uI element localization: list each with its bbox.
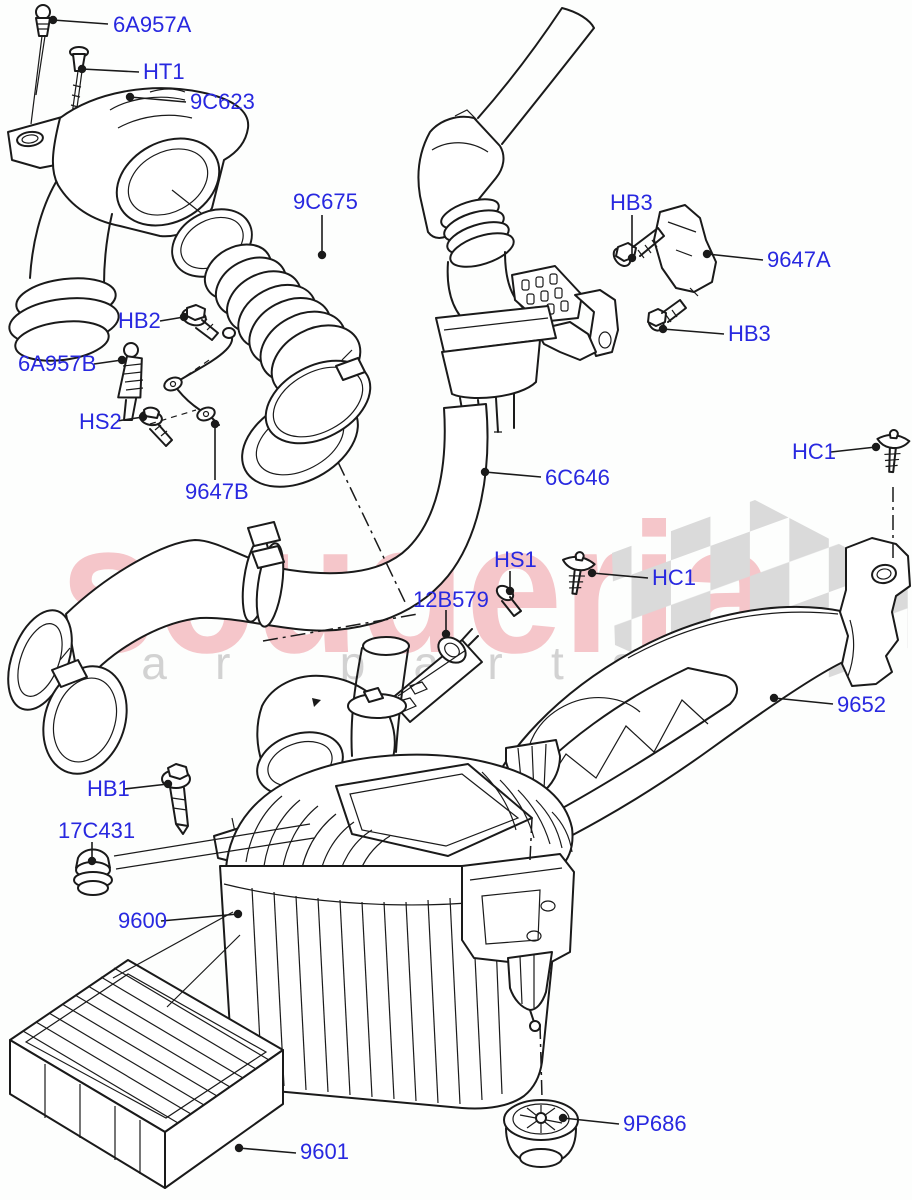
maf-sensor-12b579 bbox=[389, 628, 483, 723]
assembly-pointer-lines bbox=[112, 823, 315, 1008]
part-label-9600: 9600 bbox=[118, 908, 167, 933]
part-label-9652: 9652 bbox=[837, 692, 886, 717]
grommet-17c431 bbox=[73, 848, 113, 896]
part-label-HB1: HB1 bbox=[87, 776, 130, 801]
watermark-tagline-text: car parts bbox=[70, 637, 635, 689]
part-label-HC1-right: HC1 bbox=[792, 439, 836, 464]
part-label-9C675: 9C675 bbox=[293, 189, 358, 214]
part-label-17C431: 17C431 bbox=[58, 818, 135, 843]
assembly-dash-lines bbox=[262, 461, 894, 1099]
part-label-9P686: 9P686 bbox=[623, 1111, 687, 1136]
callout-HC1-right: HC1 bbox=[792, 439, 881, 464]
tube-bracket-9647b bbox=[149, 327, 236, 426]
part-label-HB2: HB2 bbox=[118, 308, 161, 333]
callout-HS2: HS2 bbox=[79, 409, 148, 434]
callout-6A957B: 6A957B bbox=[18, 351, 127, 376]
part-label-6C646: 6C646 bbox=[545, 465, 610, 490]
sensor-6a957b bbox=[117, 342, 144, 421]
callout-9647B: 9647B bbox=[185, 419, 249, 504]
part-label-9C623: 9C623 bbox=[190, 89, 255, 114]
callout-9P686: 9P686 bbox=[558, 1111, 687, 1136]
part-label-6A957B: 6A957B bbox=[18, 351, 96, 376]
watermark: scuderia car parts bbox=[60, 486, 908, 706]
callout-HB3-lower: HB3 bbox=[658, 321, 771, 346]
bellows-hose-9c675 bbox=[171, 208, 372, 488]
callout-6A957A: 6A957A bbox=[48, 12, 192, 37]
part-label-6A957A: 6A957A bbox=[113, 12, 192, 37]
grommet-9p686 bbox=[503, 1099, 579, 1168]
air-intake-duct-9c623 bbox=[7, 87, 250, 362]
part-label-12B579: 12B579 bbox=[413, 587, 489, 612]
callout-9C623: 9C623 bbox=[125, 89, 255, 114]
outlet-pipe-assembly-6c646 bbox=[417, 7, 619, 438]
part-label-9647B: 9647B bbox=[185, 479, 249, 504]
air-filter-9601 bbox=[9, 959, 284, 1189]
intake-hose-6c646 bbox=[7, 403, 489, 775]
part-label-HS2: HS2 bbox=[79, 409, 122, 434]
part-label-HS1: HS1 bbox=[494, 547, 537, 572]
part-label-HB3-lower: HB3 bbox=[728, 321, 771, 346]
callout-9601: 9601 bbox=[234, 1139, 349, 1164]
clip-hc1-right bbox=[874, 427, 912, 475]
part-label-HT1: HT1 bbox=[143, 59, 185, 84]
part-label-HB3-upper: HB3 bbox=[610, 190, 653, 215]
callout-12B579: 12B579 bbox=[413, 587, 489, 639]
callout-9C675: 9C675 bbox=[293, 189, 358, 260]
air-cleaner-9600 bbox=[213, 636, 575, 1110]
part-label-HC1-mid: HC1 bbox=[652, 565, 696, 590]
bolt-hb2 bbox=[181, 304, 219, 341]
bolt-hb3-lower bbox=[647, 299, 687, 332]
callout-HC1-mid: HC1 bbox=[587, 565, 696, 590]
callout-9600: 9600 bbox=[118, 908, 243, 933]
bracket-9647a bbox=[653, 204, 717, 297]
callout-HT1: HT1 bbox=[77, 59, 185, 84]
callout-HB1: HB1 bbox=[87, 776, 173, 801]
callout-HB2: HB2 bbox=[118, 308, 189, 333]
bolt-hb3-upper bbox=[612, 227, 665, 267]
callout-6C646: 6C646 bbox=[480, 465, 610, 490]
stud-6a957a bbox=[30, 4, 51, 125]
callout-HS1: HS1 bbox=[494, 547, 537, 596]
callout-17C431: 17C431 bbox=[58, 818, 135, 866]
callout-9647A: 9647A bbox=[702, 247, 831, 272]
part-label-9601: 9601 bbox=[300, 1139, 349, 1164]
callout-HB3-upper: HB3 bbox=[610, 190, 653, 263]
callout-9652: 9652 bbox=[769, 692, 886, 717]
part-label-9647A: 9647A bbox=[767, 247, 831, 272]
